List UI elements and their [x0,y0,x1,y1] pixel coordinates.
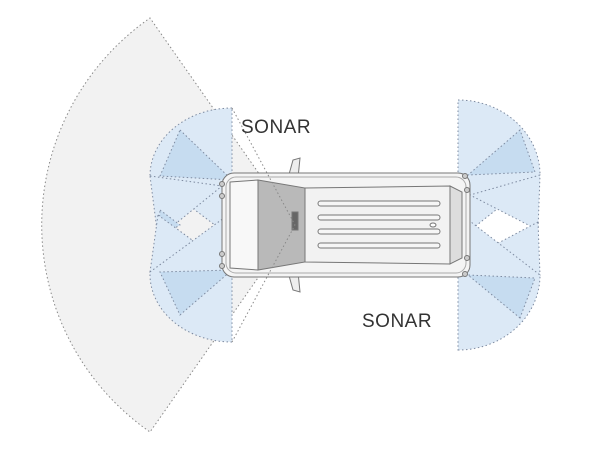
rear-window [449,185,463,265]
car-top-view [219,157,471,293]
rear-sonar-zones [457,99,541,351]
roof-rails [317,200,441,249]
front-sonar-lower-inner [159,269,234,316]
sonar-sensors [219,173,470,277]
front-sonar-label: SONAR [241,117,312,138]
front-sonar-upper-inner [159,129,234,181]
rear-sonar-label: SONAR [362,311,433,332]
rear-sonar-mid [468,174,541,231]
hood [229,179,259,271]
rear-sonar-lower-inner [466,274,536,319]
antenna [429,222,437,228]
rear-sonar-upper-inner [466,129,536,176]
roof [304,185,451,265]
front-sonar-zones [149,107,234,343]
camera [291,211,299,231]
